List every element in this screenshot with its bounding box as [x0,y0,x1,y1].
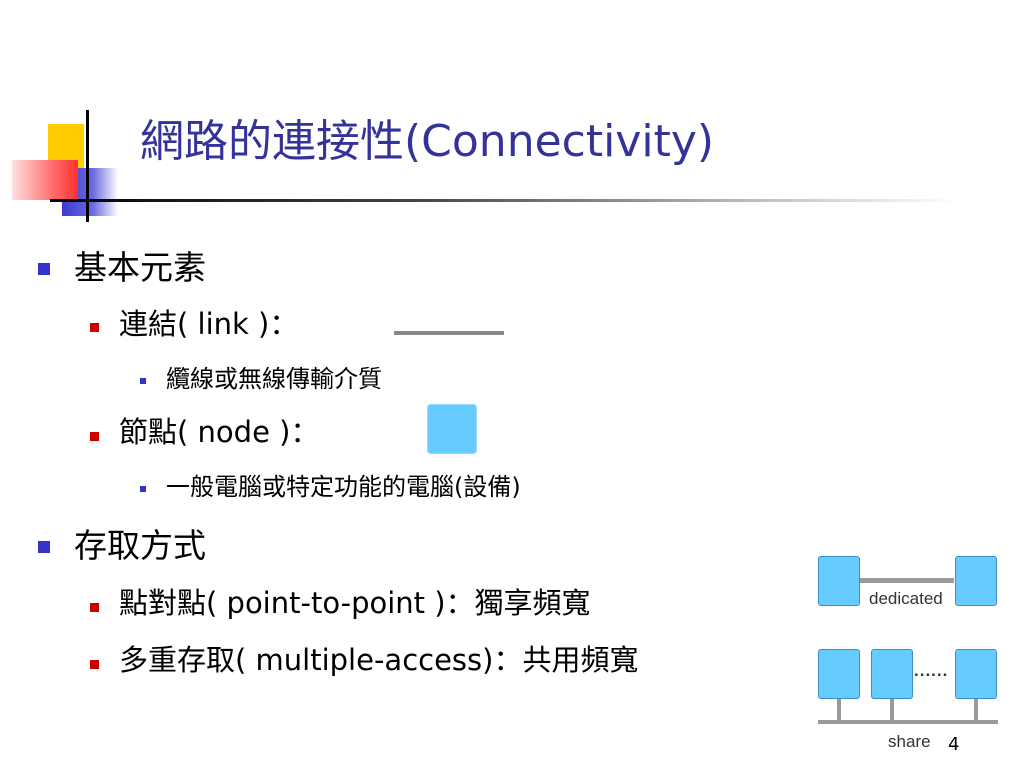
section-heading-elements: 基本元素 [74,248,206,287]
dedicated-node-right [955,556,997,606]
link-item-label: 連結( link )： [119,307,299,341]
bus-drop-3 [974,698,978,720]
multi-access-item: 多重存取( multiple-access)：共用頻寬 [119,643,639,677]
bullet-square-icon [90,432,99,441]
bus-drop-2 [890,698,894,720]
ellipsis-dots: ...... [914,661,949,680]
page-number: 4 [948,734,960,755]
link-line-illustration [394,331,504,335]
bullet-square-icon [90,323,99,332]
node-description: 一般電腦或特定功能的電腦(設備) [166,473,521,501]
bullet-square-icon [38,541,50,553]
bullet-square-icon [140,378,146,384]
decor-vertical-line [86,110,89,222]
bullet-square-icon [140,486,146,492]
p2p-item: 點對點( point-to-point )：獨享頻寬 [119,586,591,620]
bus-drop-1 [837,698,841,720]
shared-node-2 [871,649,913,699]
share-label: share [888,732,931,751]
shared-node-3 [955,649,997,699]
link-description: 纜線或無線傳輸介質 [166,365,382,393]
shared-bus-line [818,720,998,724]
bullet-square-icon [90,660,99,669]
dedicated-node-left [818,556,860,606]
bullet-square-icon [38,263,50,275]
shared-node-1 [818,649,860,699]
decor-red-block [12,160,78,200]
section-heading-access: 存取方式 [74,526,206,565]
node-box-illustration [427,404,477,454]
bullet-square-icon [90,603,99,612]
dedicated-link-line [858,578,954,583]
slide-title: 網路的連接性(Connectivity) [140,116,715,167]
node-item-label: 節點( node )： [119,415,320,449]
dedicated-label: dedicated [869,589,943,608]
title-underline [50,199,960,202]
